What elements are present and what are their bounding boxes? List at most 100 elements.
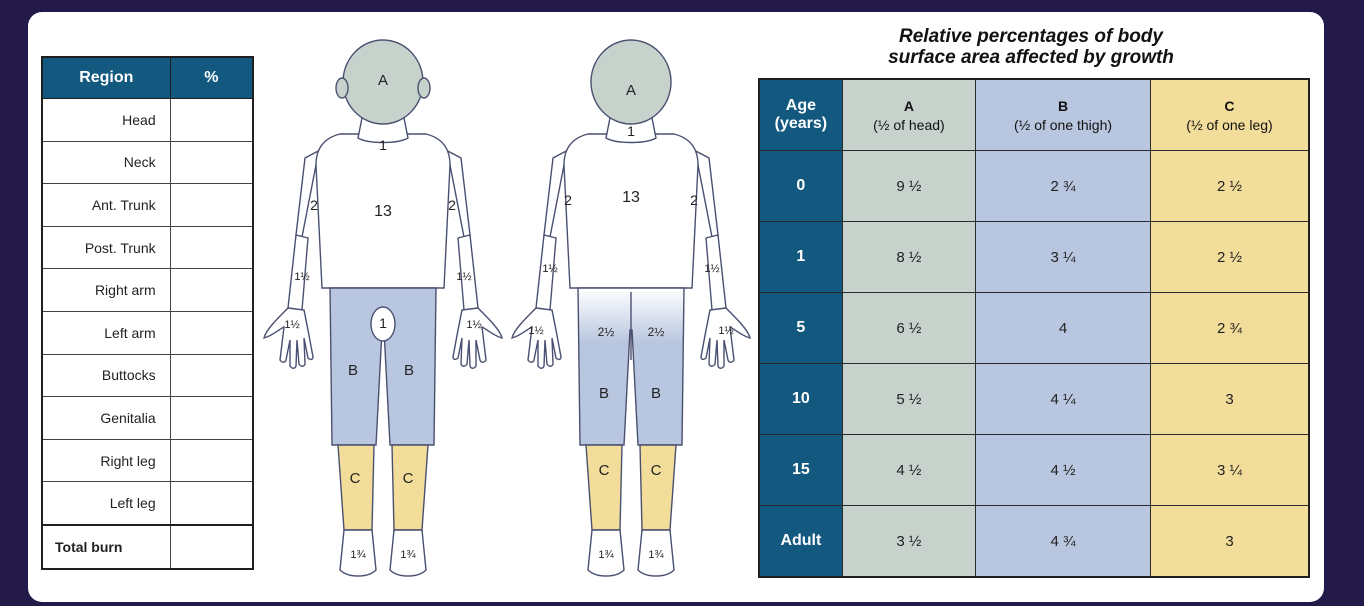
region-label: Left leg bbox=[42, 482, 170, 525]
growth-title: Relative percentages of body surface are… bbox=[838, 26, 1224, 68]
percent-cell[interactable] bbox=[170, 311, 253, 354]
front-trunk-label: 13 bbox=[374, 203, 392, 220]
front-foot-left-label: 1¾ bbox=[350, 549, 366, 561]
back-body-figure: A 1 13 2 2 1½ 1½ 1½ 1½ 2½ 2½ B B C C 1¾ … bbox=[506, 30, 756, 590]
back-foot-right-label: 1¾ bbox=[648, 549, 664, 561]
table-row: Right arm bbox=[42, 269, 253, 312]
a-value-cell: 4 ½ bbox=[842, 435, 975, 506]
age-cell: 1 bbox=[759, 222, 842, 293]
back-forearm-left-label: 1½ bbox=[542, 263, 557, 275]
back-forearm-right-label: 1½ bbox=[704, 263, 719, 275]
table-row: Post. Trunk bbox=[42, 226, 253, 269]
col-b-header: B (½ of one thigh) bbox=[976, 79, 1151, 151]
front-upper-arm-right-label: 2 bbox=[448, 197, 456, 213]
percent-cell[interactable] bbox=[170, 482, 253, 525]
back-buttock-left-label: 2½ bbox=[598, 325, 615, 339]
region-label: Head bbox=[42, 99, 170, 142]
col-b-sub: (½ of one thigh) bbox=[1014, 117, 1112, 133]
table-row: Left leg bbox=[42, 482, 253, 525]
region-table: Region % Head Neck Ant. Trunk Post. Trun… bbox=[41, 56, 254, 570]
col-b-letter: B bbox=[976, 98, 1150, 114]
back-thigh-right-label: B bbox=[651, 385, 661, 402]
c-value-cell: 3 bbox=[1150, 506, 1309, 578]
back-upper-arm-right-label: 2 bbox=[690, 192, 698, 208]
back-foot-left-label: 1¾ bbox=[598, 549, 614, 561]
table-row: Genitalia bbox=[42, 397, 253, 440]
percent-cell[interactable] bbox=[170, 397, 253, 440]
b-value-cell: 4 bbox=[976, 293, 1151, 364]
back-head-label: A bbox=[626, 82, 636, 99]
percent-cell[interactable] bbox=[170, 141, 253, 184]
front-thigh-right-label: B bbox=[404, 362, 414, 379]
age-header-line2: (years) bbox=[760, 115, 842, 133]
back-thigh-left-label: B bbox=[599, 385, 609, 402]
c-value-cell: 3 bbox=[1150, 364, 1309, 435]
back-hand-right-label: 1½ bbox=[718, 325, 733, 337]
percent-cell[interactable] bbox=[170, 354, 253, 397]
region-label: Genitalia bbox=[42, 397, 170, 440]
region-label: Buttocks bbox=[42, 354, 170, 397]
total-cell[interactable] bbox=[170, 525, 253, 569]
c-value-cell: 3 ¼ bbox=[1150, 435, 1309, 506]
col-c-sub: (½ of one leg) bbox=[1186, 117, 1272, 133]
table-row: Left arm bbox=[42, 311, 253, 354]
c-value-cell: 2 ½ bbox=[1150, 151, 1309, 222]
age-cell: 0 bbox=[759, 151, 842, 222]
age-header-line1: Age bbox=[760, 97, 842, 115]
region-label: Right arm bbox=[42, 269, 170, 312]
back-buttock-right-label: 2½ bbox=[648, 325, 665, 339]
table-row: 15 4 ½ 4 ½ 3 ¼ bbox=[759, 435, 1309, 506]
region-label: Right leg bbox=[42, 439, 170, 482]
region-label: Post. Trunk bbox=[42, 226, 170, 269]
region-label: Neck bbox=[42, 141, 170, 184]
back-leg-right-label: C bbox=[651, 462, 662, 479]
growth-title-line1: Relative percentages of body bbox=[838, 26, 1224, 47]
percent-header: % bbox=[170, 57, 253, 99]
front-leg-right-label: C bbox=[403, 470, 414, 487]
b-value-cell: 3 ¼ bbox=[976, 222, 1151, 293]
percent-cell[interactable] bbox=[170, 184, 253, 227]
col-c-header: C (½ of one leg) bbox=[1150, 79, 1309, 151]
front-head-label: A bbox=[378, 72, 388, 89]
b-value-cell: 2 ¾ bbox=[976, 151, 1151, 222]
col-c-letter: C bbox=[1151, 98, 1308, 114]
age-cell: 15 bbox=[759, 435, 842, 506]
table-row: Right leg bbox=[42, 439, 253, 482]
table-row: 10 5 ½ 4 ¼ 3 bbox=[759, 364, 1309, 435]
a-value-cell: 8 ½ bbox=[842, 222, 975, 293]
col-a-sub: (½ of head) bbox=[873, 117, 945, 133]
a-value-cell: 5 ½ bbox=[842, 364, 975, 435]
back-hand-left-label: 1½ bbox=[528, 325, 543, 337]
percent-cell[interactable] bbox=[170, 99, 253, 142]
front-hand-right-label: 1½ bbox=[466, 319, 481, 331]
front-body-figure: A 1 13 2 2 1½ 1½ 1½ 1½ 1 B B C C 1¾ 1¾ bbox=[258, 30, 508, 590]
percent-cell[interactable] bbox=[170, 439, 253, 482]
percent-cell[interactable] bbox=[170, 269, 253, 312]
table-row: Ant. Trunk bbox=[42, 184, 253, 227]
back-neck-label: 1 bbox=[627, 123, 635, 139]
back-upper-arm-left-label: 2 bbox=[564, 192, 572, 208]
table-row: 5 6 ½ 4 2 ¾ bbox=[759, 293, 1309, 364]
col-a-letter: A bbox=[843, 98, 975, 114]
a-value-cell: 6 ½ bbox=[842, 293, 975, 364]
back-body-diagram: A 1 13 2 2 1½ 1½ 1½ 1½ 2½ 2½ B B C C 1¾ … bbox=[506, 30, 756, 585]
a-value-cell: 9 ½ bbox=[842, 151, 975, 222]
region-label: Ant. Trunk bbox=[42, 184, 170, 227]
age-cell: 10 bbox=[759, 364, 842, 435]
a-value-cell: 3 ½ bbox=[842, 506, 975, 578]
front-forearm-right-label: 1½ bbox=[456, 271, 471, 283]
table-row: Buttocks bbox=[42, 354, 253, 397]
c-value-cell: 2 ¾ bbox=[1150, 293, 1309, 364]
table-row: 0 9 ½ 2 ¾ 2 ½ bbox=[759, 151, 1309, 222]
growth-table: Age (years) A (½ of head) B (½ of one th… bbox=[758, 78, 1310, 578]
table-row: Head bbox=[42, 99, 253, 142]
table-row: 1 8 ½ 3 ¼ 2 ½ bbox=[759, 222, 1309, 293]
front-upper-arm-left-label: 2 bbox=[310, 197, 318, 213]
age-cell: Adult bbox=[759, 506, 842, 578]
percent-cell[interactable] bbox=[170, 226, 253, 269]
b-value-cell: 4 ¼ bbox=[976, 364, 1151, 435]
front-thigh-left-label: B bbox=[348, 362, 358, 379]
total-row: Total burn bbox=[42, 525, 253, 569]
front-body-diagram: A 1 13 2 2 1½ 1½ 1½ 1½ 1 B B C C 1¾ 1¾ bbox=[258, 30, 508, 585]
table-row: Neck bbox=[42, 141, 253, 184]
